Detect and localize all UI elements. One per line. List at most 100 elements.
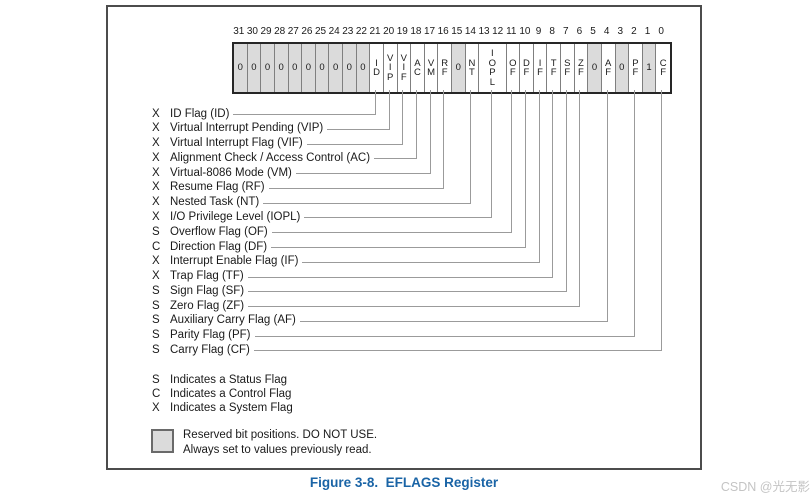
flag-label: ID Flag (ID) — [170, 107, 230, 120]
legend-row: C Indicates a Control Flag — [0, 387, 500, 402]
bit-number: 8 — [549, 26, 555, 37]
legend-text: Indicates a Control Flag — [170, 387, 292, 400]
register-cell-zf: Z F — [575, 44, 589, 92]
flag-type-letter: X — [152, 255, 160, 268]
flag-label: Virtual Interrupt Pending (VIP) — [170, 122, 324, 135]
cell-label: D F — [523, 57, 530, 78]
register-cell-reserved: 0 — [315, 44, 330, 92]
register-cell-reserved: 0 — [288, 44, 303, 92]
register-cell-rf: R F — [438, 44, 452, 92]
cell-label: Z F — [578, 57, 584, 78]
bit-number: 13 — [478, 26, 490, 37]
flag-label: Virtual-8086 Mode (VM) — [170, 166, 292, 179]
flag-label: Nested Task (NT) — [170, 196, 260, 209]
bit-number: 22 — [355, 26, 367, 37]
flag-row: X Virtual-8086 Mode (VM) — [0, 166, 700, 181]
flag-row: C Direction Flag (DF) — [0, 240, 700, 255]
flag-label: Carry Flag (CF) — [170, 343, 250, 356]
bit-number: 16 — [437, 26, 449, 37]
legend-letter: C — [152, 387, 161, 400]
bit-number: 7 — [563, 26, 569, 37]
flag-type-letter: C — [152, 240, 161, 253]
flag-label: Zero Flag (ZF) — [170, 299, 245, 312]
register-cell-tf: T F — [547, 44, 561, 92]
register-cell-reserved: 0 — [356, 44, 371, 92]
register-cell-reserved: 0 — [274, 44, 289, 92]
register-cell-reserved: 0 — [615, 44, 630, 92]
flag-type-letter: S — [152, 329, 160, 342]
register-cell-pf: P F — [629, 44, 643, 92]
register-cell-af: A F — [602, 44, 616, 92]
cell-label: A F — [605, 57, 612, 78]
flag-label: Parity Flag (PF) — [170, 329, 251, 342]
cell-label: V I F — [400, 52, 407, 83]
cell-label: I F — [537, 57, 543, 78]
flag-label: Overflow Flag (OF) — [170, 225, 268, 238]
bit-number: 5 — [590, 26, 596, 37]
cell-label: 0 — [455, 62, 461, 74]
register-cell-reserved: 0 — [261, 44, 275, 92]
cell-label: O F — [509, 57, 517, 78]
register-cell-nt: N T — [466, 44, 480, 92]
bit-number: 0 — [658, 26, 664, 37]
flag-label: Direction Flag (DF) — [170, 240, 268, 253]
bit-number: 21 — [369, 26, 381, 37]
flag-type-letter: X — [152, 210, 160, 223]
cell-label: C F — [659, 57, 667, 78]
watermark: CSDN @光无影 — [720, 480, 810, 494]
register-cell-reserved: 1 — [642, 44, 657, 92]
flag-row: S Overflow Flag (OF) — [0, 225, 700, 240]
cell-label: 0 — [278, 62, 284, 74]
bit-number: 31 — [233, 26, 245, 37]
register-cell-sf: S F — [561, 44, 575, 92]
cell-label: 0 — [305, 62, 312, 74]
cell-label: N T — [468, 57, 476, 78]
cell-label: T F — [550, 57, 557, 78]
register-cell-df: D F — [520, 44, 534, 92]
bit-number: 15 — [451, 26, 463, 37]
bit-number: 3 — [617, 26, 624, 37]
cell-label: P F — [632, 57, 639, 78]
register-cell-id: I D — [370, 44, 384, 92]
bit-number: 20 — [383, 26, 395, 37]
register-cell-ac: A C — [411, 44, 425, 92]
flag-type-letter: X — [152, 151, 160, 164]
flag-type-letter: X — [152, 270, 160, 283]
register-cell-cf: C F — [656, 44, 670, 92]
register-cell-vif: V I F — [398, 44, 412, 92]
legend-text: Indicates a Status Flag — [170, 373, 287, 386]
flag-type-letter: S — [152, 225, 160, 238]
reserved-note-line2: Always set to values previously read. — [183, 444, 372, 456]
flag-label: Auxiliary Carry Flag (AF) — [170, 314, 296, 327]
reserved-swatch — [151, 429, 174, 453]
register-cell-of: O F — [507, 44, 521, 92]
bit-number: 30 — [246, 26, 258, 37]
flag-type-letter: S — [152, 284, 160, 297]
bit-number: 17 — [424, 26, 436, 37]
flag-label: I/O Privilege Level (IOPL) — [170, 210, 301, 223]
register-cell-vip: V I P — [384, 44, 398, 92]
register-cell-reserved: 0 — [234, 44, 248, 92]
bit-number: 4 — [603, 26, 610, 37]
cell-label: 0 — [251, 62, 257, 74]
flag-type-letter: S — [152, 343, 160, 356]
flag-row: S Parity Flag (PF) — [0, 328, 700, 343]
cell-label: V M — [427, 57, 436, 78]
flag-type-letter: X — [152, 166, 160, 179]
bit-number: 26 — [301, 26, 313, 37]
bit-number: 25 — [315, 26, 327, 37]
register-cell-reserved: 0 — [247, 44, 262, 92]
cell-label: 0 — [360, 62, 366, 74]
bit-number: 18 — [410, 26, 422, 37]
register-cell-iopl: I O P L — [479, 44, 507, 92]
bit-number: 6 — [576, 26, 583, 37]
bit-number: 28 — [274, 26, 286, 37]
figure-caption: Figure 3-8. EFLAGS Register — [309, 475, 499, 490]
